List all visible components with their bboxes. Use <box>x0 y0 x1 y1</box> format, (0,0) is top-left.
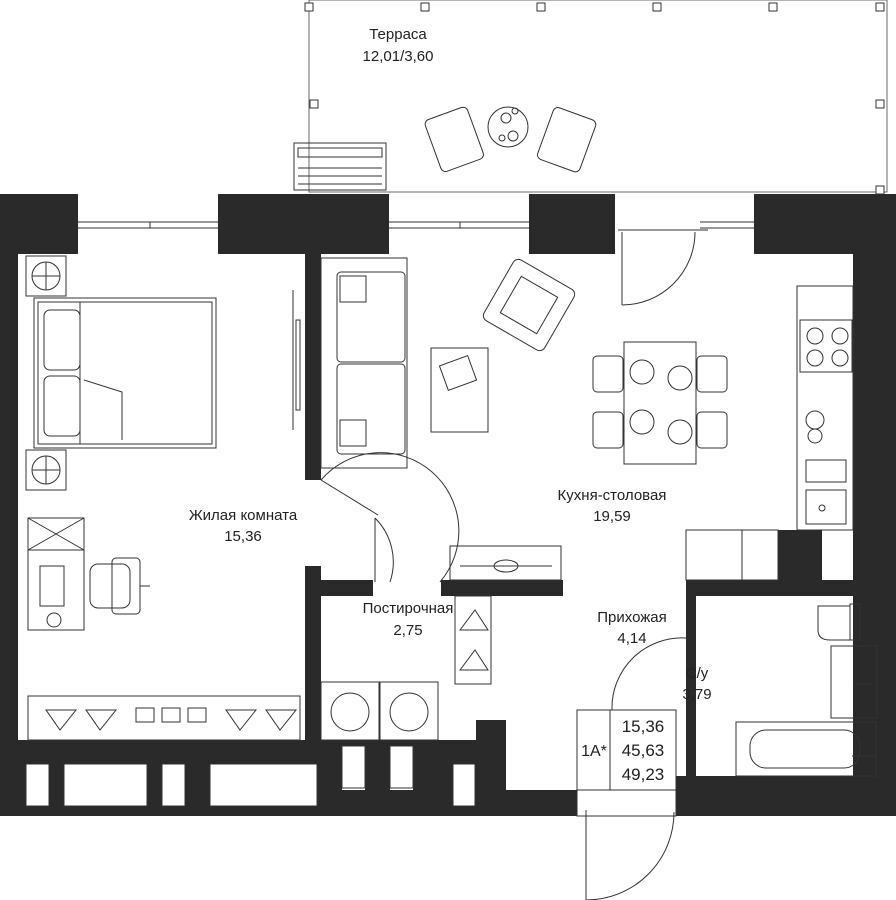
bed-icon <box>33 297 217 449</box>
windows <box>25 194 754 807</box>
terrace-table-icon <box>487 106 529 148</box>
living-room: Жилая комната 15,36 <box>25 255 301 741</box>
tv-wall-icon <box>292 290 301 430</box>
armchair-icon <box>482 258 576 352</box>
office-chair-icon <box>89 557 150 615</box>
laundry-name: Постирочная <box>363 600 454 617</box>
sun-lounger-icon <box>293 142 387 191</box>
washing-machine-icon <box>320 681 439 741</box>
bathroom: С/у 3,79 <box>682 603 878 777</box>
bathroom-area: 3,79 <box>682 686 711 703</box>
hall-area: 4,14 <box>617 630 646 647</box>
area-summary-badge: 1А* 15,36 45,63 49,23 <box>576 709 677 791</box>
laundry-area: 2,75 <box>393 622 422 639</box>
bathroom-name: С/у <box>686 665 709 682</box>
hall: Прихожая 4,14 <box>597 609 667 647</box>
total-with-terrace-value: 49,23 <box>622 765 665 784</box>
hanger-rail-icon <box>454 595 492 685</box>
nightstand-icon <box>25 255 67 491</box>
kitchen-counter-icon <box>796 285 854 531</box>
kitchen-dining: Кухня-столовая 19,59 <box>320 257 854 581</box>
sink-icon <box>830 645 878 719</box>
living-room-name: Жилая комната <box>189 507 298 524</box>
terrace-area: 12,01/3,60 <box>363 48 434 65</box>
coffee-table-icon <box>430 347 489 433</box>
kitchen-name: Кухня-столовая <box>558 487 667 504</box>
sofa-icon <box>320 257 408 469</box>
terrace-name: Терраса <box>369 26 427 43</box>
tv-cabinet-icon <box>449 545 562 581</box>
desk-icon <box>27 517 85 631</box>
total-area-value: 45,63 <box>622 741 665 760</box>
apartment-type: 1А* <box>581 743 607 760</box>
fridge-icon <box>685 529 779 581</box>
bathtub-icon <box>735 721 877 777</box>
hall-name: Прихожая <box>597 609 667 626</box>
dining-table-icon <box>592 341 728 465</box>
terrace-chair-icon <box>424 106 597 173</box>
toilet-icon <box>817 603 861 641</box>
terrace: Терраса 12,01/3,60 <box>293 0 888 195</box>
laundry: Постирочная 2,75 <box>320 595 492 741</box>
walls <box>0 194 896 816</box>
living-area-value: 15,36 <box>622 717 665 736</box>
kitchen-area: 19,59 <box>593 508 631 525</box>
living-room-area: 15,36 <box>224 528 262 545</box>
doors <box>320 229 708 900</box>
wardrobe-icon <box>27 695 301 741</box>
